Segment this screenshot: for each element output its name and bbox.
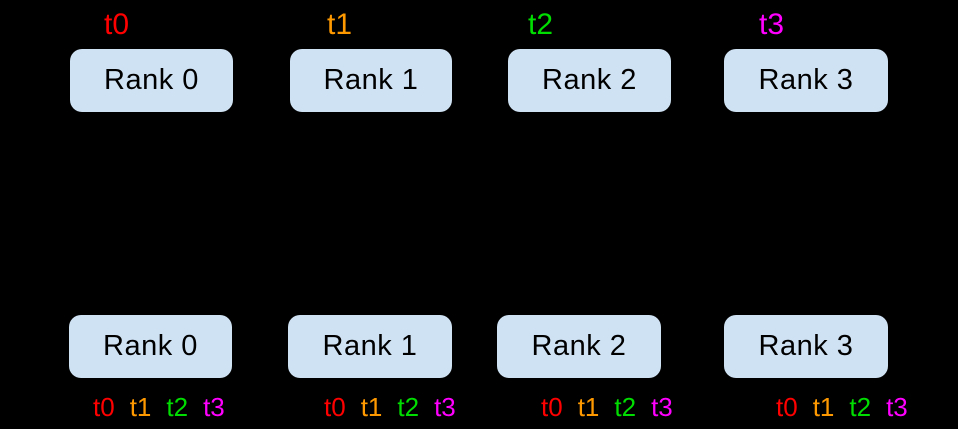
tensor-row-bottom-3: t0 t1 t2 t3 [776,394,908,420]
tensor-label-t3: t3 [434,392,456,422]
tensor-label-t0: t0 [324,392,346,422]
tensor-label-t0-top: t0 [104,8,130,41]
tensor-label-t0: t0 [776,392,798,422]
tensor-label-t3: t3 [203,392,225,422]
tensor-label-t1-top: t1 [327,8,353,41]
tensor-label-t2: t2 [849,392,872,422]
rank-box-top-3: Rank 3 [724,49,888,112]
tensor-label-t1: t1 [577,392,600,422]
tensor-label-t0: t0 [541,392,563,422]
rank-box-bottom-3: Rank 3 [724,315,888,378]
tensor-row-bottom-0: t0 t1 t2 t3 [93,394,225,420]
rank-box-bottom-0: Rank 0 [69,315,232,378]
rank-box-top-0: Rank 0 [70,49,233,112]
tensor-label-t3: t3 [886,392,908,422]
tensor-row-bottom-2: t0 t1 t2 t3 [541,394,673,420]
tensor-label-t2-top: t2 [528,8,554,41]
tensor-label-t0: t0 [93,392,115,422]
tensor-label-t1: t1 [812,392,835,422]
rank-box-top-2: Rank 2 [508,49,671,112]
rank-box-top-1: Rank 1 [290,49,452,112]
rank-box-bottom-2: Rank 2 [497,315,661,378]
tensor-label-t2: t2 [166,392,189,422]
rank-box-bottom-1: Rank 1 [288,315,452,378]
tensor-label-t2: t2 [397,392,420,422]
tensor-label-t3: t3 [651,392,673,422]
tensor-label-t2: t2 [614,392,637,422]
tensor-label-t3-top: t3 [759,8,785,41]
tensor-row-bottom-1: t0 t1 t2 t3 [324,394,456,420]
tensor-label-t1: t1 [129,392,152,422]
tensor-label-t1: t1 [360,392,383,422]
